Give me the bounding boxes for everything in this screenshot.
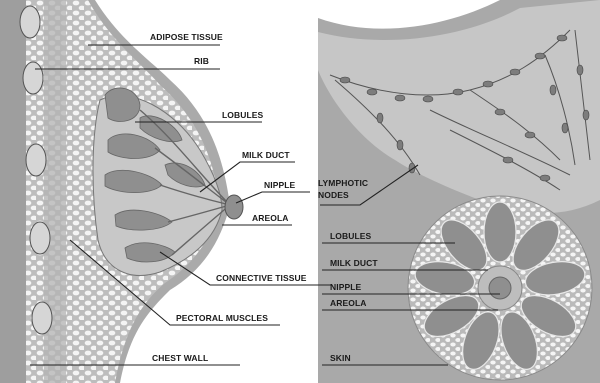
rib [30,222,50,254]
label-rib: RIB [194,56,209,66]
lobule [484,202,516,262]
lymph-node [510,69,520,75]
label-lymphotic: LYMPHOTIC [318,178,368,188]
lymph-node [367,89,377,95]
label-nodes: NODES [318,190,349,200]
label-nipple-right: NIPPLE [330,282,362,292]
lymph-node [540,175,550,181]
label-chest-wall: CHEST WALL [152,353,208,363]
label-areola-right: AREOLA [330,298,367,308]
lymph-node [453,89,463,95]
label-lobules-left: LOBULES [222,110,264,120]
rib [32,302,52,334]
chest-wall [0,0,26,383]
lymph-node [395,95,405,101]
label-milk-duct-left: MILK DUCT [242,150,290,160]
lymph-node [423,96,433,102]
lymph-node [503,157,513,163]
label-adipose-tissue: ADIPOSE TISSUE [150,32,223,42]
lymph-node [557,35,567,41]
label-lobules-right: LOBULES [330,231,372,241]
label-connective-tissue: CONNECTIVE TISSUE [216,273,307,283]
lymph-node [340,77,350,83]
lymph-node [535,53,545,59]
lymph-node [397,140,403,150]
lymph-node [583,110,589,120]
lymph-node [495,109,505,115]
label-nipple-left: NIPPLE [264,180,296,190]
rib [20,6,40,38]
nipple-side [225,195,243,219]
label-skin: SKIN [330,353,351,363]
label-areola-left: AREOLA [252,213,289,223]
lymph-node [483,81,493,87]
rib [26,144,46,176]
label-pectoral-muscles: PECTORAL MUSCLES [176,313,268,323]
lymph-node [550,85,556,95]
rib [23,62,43,94]
front-view [318,0,600,383]
label-milk-duct-right: MILK DUCT [330,258,378,268]
lymph-node [525,132,535,138]
lymph-node [377,113,383,123]
lymph-node [577,65,583,75]
lymph-node [562,123,568,133]
nipple-front [489,277,511,299]
